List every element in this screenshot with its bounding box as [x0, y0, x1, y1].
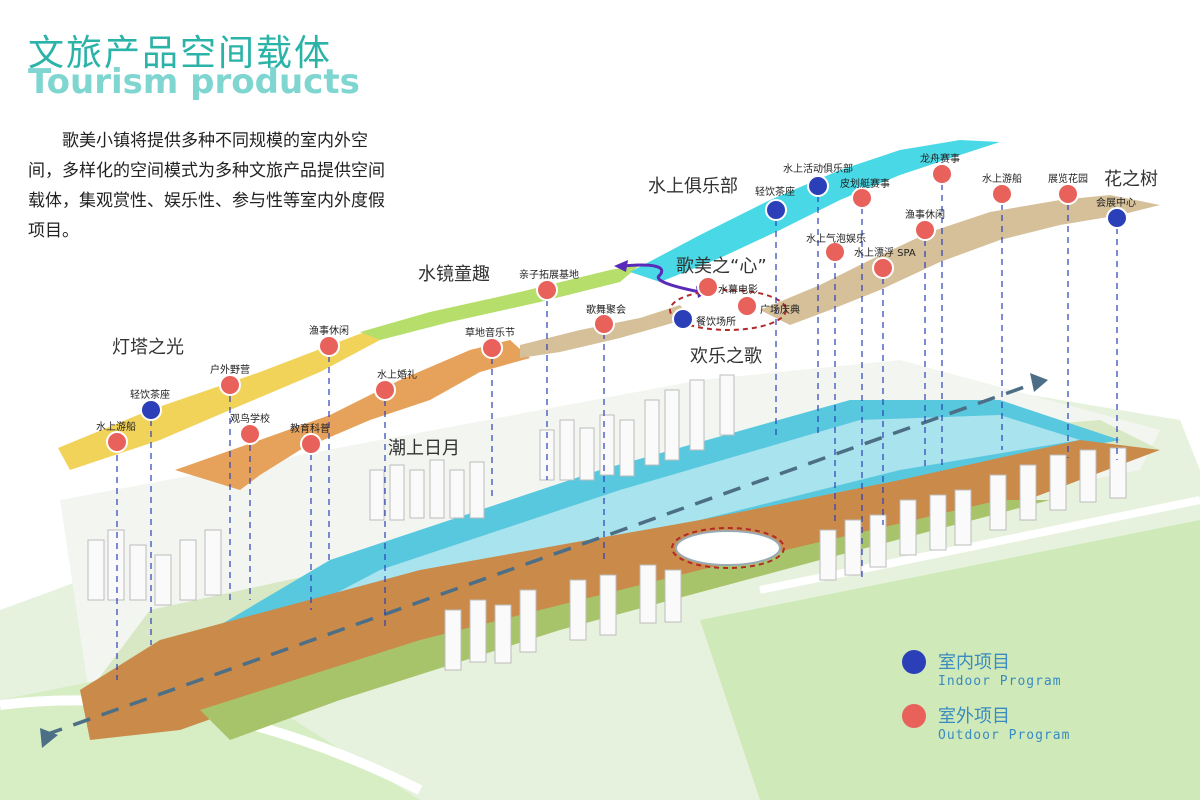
dot-bird-school: [239, 423, 261, 445]
dot-light-tea-1: [140, 399, 162, 421]
label-water-cinema: 水幕电影: [718, 285, 758, 296]
label-outdoor-camp: 户外野营: [210, 365, 250, 376]
dot-plaza-ceremony: [736, 295, 758, 317]
orange-band: [175, 340, 530, 490]
dot-dining: [672, 308, 694, 330]
zone-tide: 潮上日月: [388, 438, 460, 459]
tan-band-right: [760, 195, 1160, 325]
label-light-tea-1: 轻饮茶座: [130, 390, 170, 401]
south-bank-green: [200, 500, 1050, 740]
dot-water-boat-1: [106, 431, 128, 453]
label-canoe: 皮划艇赛事: [840, 179, 890, 190]
label-plaza-ceremony: 广场庆典: [760, 305, 800, 316]
label-education: 教育科普: [290, 424, 330, 435]
buildings: [87, 374, 1127, 671]
yellow-band: [58, 325, 390, 470]
label-light-tea-2: 轻饮茶座: [755, 187, 795, 198]
label-flower-garden: 展览花园: [1048, 174, 1088, 185]
zone-heart: 歌美之“心”: [676, 256, 767, 277]
zone-joy-song: 欢乐之歌: [690, 346, 762, 367]
dot-floating-spa: [872, 257, 894, 279]
heart-arrow-head: [614, 260, 628, 272]
dot-water-wedding: [374, 379, 396, 401]
legend-indoor-text: 室内项目 Indoor Program: [938, 648, 1062, 689]
page-title: 文旅产品空间载体: [28, 33, 333, 74]
legend-outdoor-en: Outdoor Program: [938, 728, 1071, 743]
flow-arrow-tail: [40, 728, 58, 748]
dot-fishing-1: [318, 335, 340, 357]
dot-water-club: [807, 175, 829, 197]
indoor-dots: [140, 175, 1128, 421]
zone-water-club: 水上俱乐部: [648, 176, 738, 197]
label-dragon-boat: 龙舟赛事: [920, 154, 960, 165]
pavilion-highlight: [671, 527, 785, 569]
label-song-dance: 歌舞聚会: [586, 305, 626, 316]
drop-lines: [116, 184, 1118, 680]
zone-water-mirror: 水镜童趣: [418, 264, 490, 285]
dot-water-boat-2: [991, 183, 1013, 205]
label-water-wedding: 水上婚礼: [377, 370, 417, 381]
pavilion: [675, 530, 781, 566]
flow-arrow: [44, 383, 1031, 737]
heart-arrow: [621, 263, 701, 294]
indoor-dot-icon: [902, 650, 926, 674]
dot-song-dance: [593, 313, 615, 335]
dot-fishing-2: [914, 219, 936, 241]
legend-indoor-cn: 室内项目: [938, 652, 1010, 673]
cyan-band: [630, 140, 1000, 282]
dot-flower-garden: [1057, 183, 1079, 205]
legend-indoor-en: Indoor Program: [938, 674, 1062, 689]
label-water-club-item: 水上活动俱乐部: [783, 164, 853, 175]
legend-indoor: 室内项目 Indoor Program: [902, 648, 1062, 689]
legend-outdoor-cn: 室外项目: [938, 706, 1010, 727]
legend-outdoor: 室外项目 Outdoor Program: [902, 702, 1070, 743]
page-subtitle: Tourism products: [28, 62, 360, 102]
label-parent-child: 亲子拓展基地: [519, 270, 579, 281]
dot-outdoor-camp: [219, 374, 241, 396]
dot-expo-center: [1106, 207, 1128, 229]
heart-highlight: [669, 289, 787, 331]
label-expo-center: 会展中心: [1096, 198, 1136, 209]
label-water-boat-2: 水上游船: [982, 174, 1022, 185]
dot-dragon-boat: [931, 163, 953, 185]
dot-water-cinema: [697, 276, 719, 298]
green-band: [360, 265, 640, 340]
label-floating-spa: 水上漂浮 SPA: [854, 248, 916, 259]
flow-arrow-head: [1030, 373, 1048, 392]
dot-canoe: [851, 187, 873, 209]
green-field: [700, 520, 1200, 800]
label-water-boat-1: 水上游船: [96, 422, 136, 433]
dot-parent-child: [536, 279, 558, 301]
outdoor-dot-icon: [902, 704, 926, 728]
zone-lighthouse: 灯塔之光: [112, 337, 184, 358]
label-dining: 餐饮场所: [696, 317, 736, 328]
label-bubble: 水上气泡娱乐: [806, 234, 866, 245]
dot-light-tea-2: [765, 199, 787, 221]
label-lawn-music: 草地音乐节: [465, 328, 515, 339]
outdoor-dots: [106, 163, 1079, 455]
label-fishing-2: 渔事休闲: [905, 210, 945, 221]
dot-bubble: [824, 241, 846, 263]
label-fishing-1: 渔事休闲: [309, 326, 349, 337]
dot-education: [300, 433, 322, 455]
zone-flower-tree: 花之树: [1104, 169, 1158, 190]
dot-lawn-music: [481, 337, 503, 359]
legend-outdoor-text: 室外项目 Outdoor Program: [938, 702, 1070, 743]
description-text: 歌美小镇将提供多种不同规模的室内外空间，多样化的空间模式为多种文旅产品提供空间载…: [28, 131, 385, 241]
label-bird-school: 观鸟学校: [230, 414, 270, 425]
